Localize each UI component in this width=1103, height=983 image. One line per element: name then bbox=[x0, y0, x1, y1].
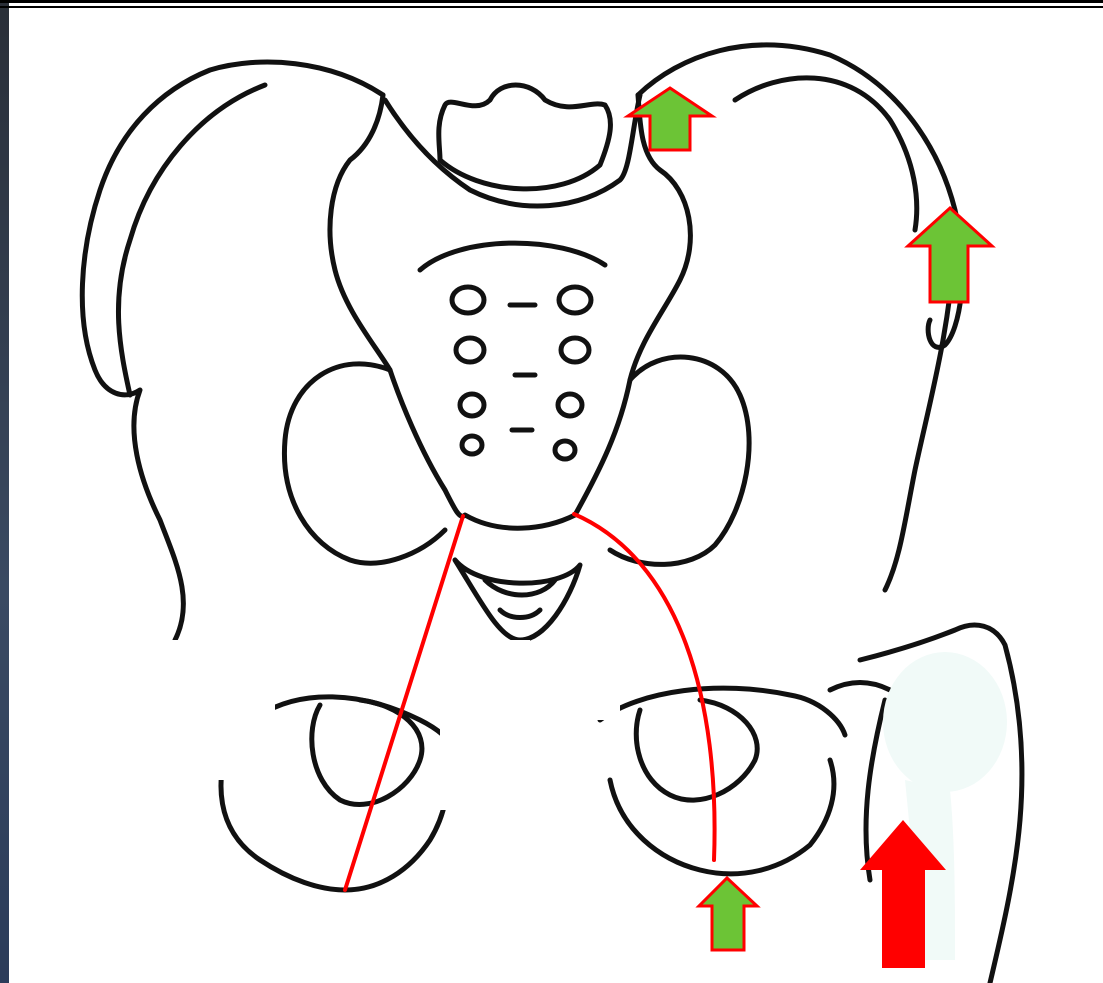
coccyx-segment bbox=[500, 610, 540, 618]
sacral-foramen bbox=[559, 287, 591, 313]
sacral-foramen bbox=[462, 436, 482, 454]
left-obturator bbox=[312, 700, 422, 804]
coccyx bbox=[455, 560, 580, 640]
erasure-patch bbox=[440, 640, 530, 810]
sacral-foramen bbox=[456, 338, 484, 362]
right-sacroiliac-lobe bbox=[610, 357, 749, 564]
sacral-promontory bbox=[439, 85, 611, 189]
up-arrow-green-icon bbox=[699, 878, 757, 950]
left-pubic-ramus bbox=[260, 697, 455, 750]
sacral-foramen bbox=[555, 441, 575, 459]
left-sacroiliac-lobe bbox=[284, 364, 445, 563]
right-obturator bbox=[636, 700, 757, 800]
sacrum-outline bbox=[330, 95, 690, 528]
erasure-patch bbox=[165, 640, 275, 780]
sacral-foramen bbox=[558, 394, 582, 416]
sacral-crest-top bbox=[420, 243, 605, 270]
left-iliac-crest-inner bbox=[118, 85, 265, 395]
right-iliac-crest-inner bbox=[735, 78, 917, 230]
erasure-patch bbox=[530, 650, 620, 720]
right-ischium bbox=[610, 760, 834, 874]
femoral-head bbox=[883, 652, 1007, 792]
sacral-foramen bbox=[460, 394, 484, 416]
up-arrow-green-icon bbox=[908, 208, 992, 302]
right-acetabulum bbox=[830, 683, 890, 691]
sacral-foramen bbox=[452, 287, 484, 313]
sacral-foramen bbox=[561, 338, 589, 362]
